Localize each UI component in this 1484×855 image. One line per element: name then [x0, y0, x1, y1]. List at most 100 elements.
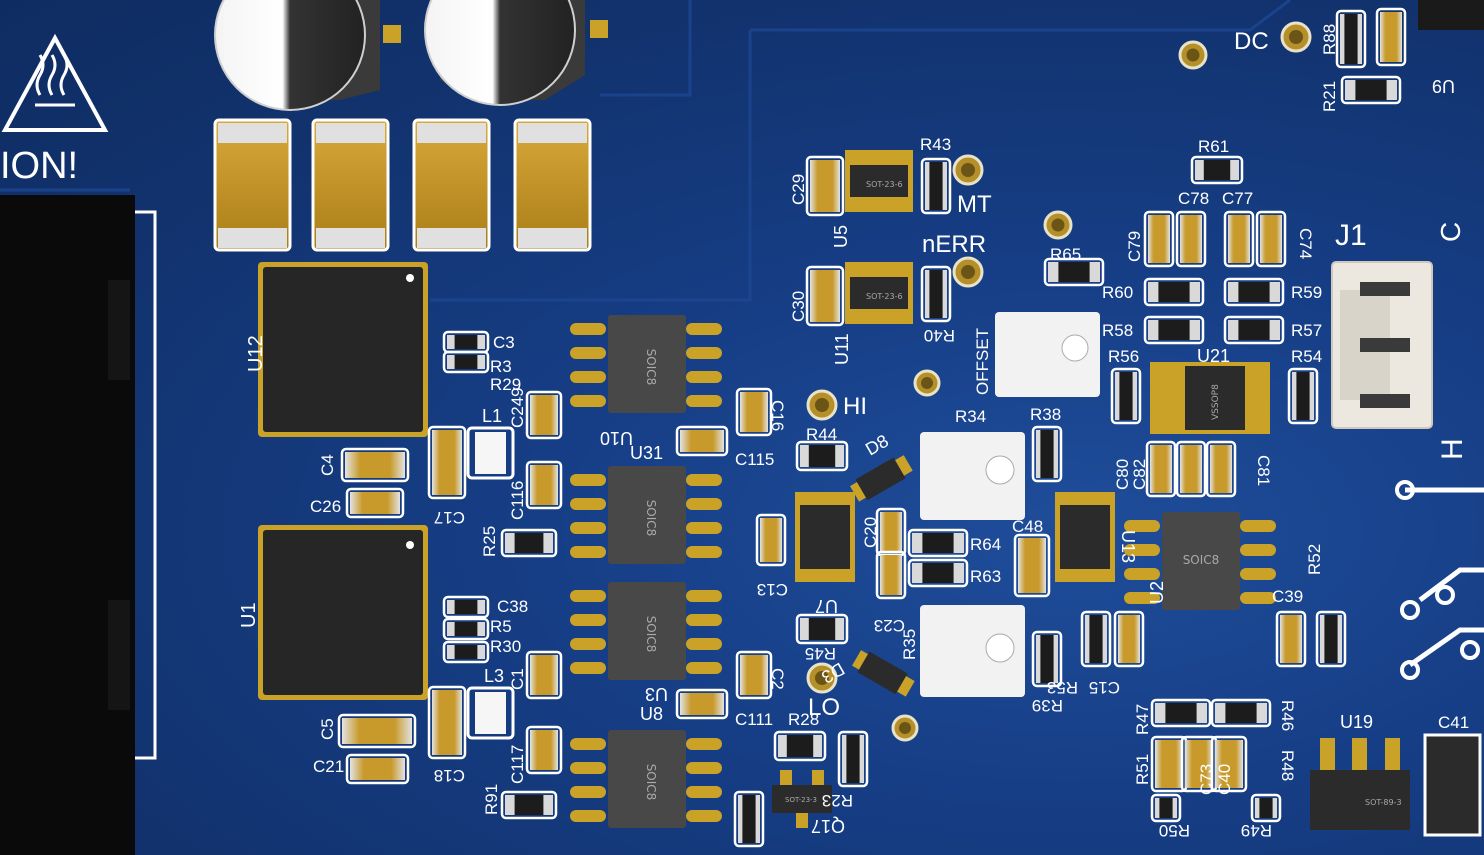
- soic8-chip: SOIC8: [570, 730, 722, 828]
- soic8-label: SOIC8: [1183, 553, 1220, 567]
- capacitor: [525, 390, 563, 440]
- refdes-c4: C4: [318, 454, 337, 476]
- refdes-u8: U8: [640, 704, 663, 724]
- resistor: [1150, 698, 1212, 728]
- refdes-c17: C17: [434, 508, 465, 527]
- resistor: [733, 790, 765, 848]
- testpoint-dc-label: DC: [1234, 28, 1269, 55]
- refdes-r60: R60: [1102, 283, 1133, 302]
- refdes-r35: R35: [900, 629, 919, 660]
- chip-u7: [795, 492, 855, 582]
- capacitor: [1113, 610, 1145, 668]
- resistor: [1110, 367, 1142, 425]
- warning-text: ION!: [0, 145, 78, 187]
- refdes-c29: C29: [789, 174, 808, 205]
- refdes-u21: U21: [1197, 346, 1230, 366]
- refdes-u7: U7: [815, 596, 838, 616]
- refdes-u9: U9: [1432, 76, 1455, 96]
- refdes-r45: R45: [805, 644, 836, 663]
- soic8-chip: SOIC8: [570, 315, 722, 413]
- capacitor: [805, 265, 845, 327]
- resistor: [1287, 367, 1319, 425]
- capacitor: [875, 507, 907, 557]
- resistor: [442, 617, 490, 641]
- capacitor: [675, 425, 729, 457]
- refdes-c21: C21: [313, 757, 344, 776]
- chip-label-u19: SOT-89-3: [1365, 798, 1402, 807]
- capacitor: [427, 685, 467, 760]
- resistor: [1315, 610, 1347, 668]
- resistor: [1223, 277, 1285, 307]
- refdes-u3: U3: [645, 684, 668, 704]
- capacitor: [1275, 610, 1307, 668]
- refdes-r63: R63: [970, 567, 1001, 586]
- resistor: [1250, 793, 1282, 823]
- refdes-c26: C26: [310, 497, 341, 516]
- refdes-c5: C5: [318, 718, 337, 740]
- refdes-u2: U2: [1147, 581, 1167, 604]
- connector-j1: [1331, 261, 1433, 429]
- refdes-u19: U19: [1340, 712, 1373, 732]
- resistor: [442, 350, 490, 374]
- resistor: [1223, 315, 1285, 345]
- refdes-r49: R49: [1241, 821, 1272, 840]
- refdes-u31: U31: [630, 443, 663, 463]
- passive-components: [337, 7, 1407, 848]
- resistor: [500, 790, 558, 820]
- diode-d3: [852, 650, 915, 697]
- resistor: [1190, 155, 1244, 185]
- refdes-c2: C2: [768, 668, 787, 690]
- resistor: [907, 528, 969, 558]
- refdes-c111: C111: [735, 710, 773, 729]
- refdes-c30: C30: [789, 291, 808, 322]
- refdes-c77: C77: [1222, 189, 1253, 208]
- capacitor: [675, 688, 729, 720]
- soic8-chip: SOIC8: [570, 466, 722, 564]
- refdes-c16: C16: [768, 400, 787, 431]
- refdes-r48: R48: [1278, 750, 1297, 781]
- resistor: [795, 613, 849, 645]
- capacitor: [735, 650, 773, 700]
- refdes-u10: U10: [600, 428, 633, 448]
- capacitor: [525, 725, 563, 775]
- refdes-r88: R88: [1320, 24, 1339, 55]
- refdes-r57: R57: [1291, 321, 1322, 340]
- refdes-r34: R34: [955, 407, 986, 426]
- tantalum-capacitors: [213, 118, 592, 252]
- resistor: [1340, 75, 1402, 105]
- capacitor: [427, 425, 467, 500]
- refdes-r65: R65: [1050, 245, 1081, 264]
- testpoint-nerr-label: nERR: [922, 231, 986, 258]
- capacitor: [340, 447, 410, 483]
- refdes-c73: C73: [1197, 764, 1216, 795]
- refdes-u12: U12: [245, 335, 267, 372]
- refdes-r43: R43: [920, 135, 951, 154]
- chip-u1: [258, 525, 428, 700]
- resistor: [1080, 610, 1112, 668]
- chip-u12: [258, 262, 428, 437]
- resistor: [1031, 630, 1063, 688]
- capacitor: [1205, 440, 1237, 498]
- refdes-c116: C116: [508, 481, 527, 520]
- soic8-label: SOIC8: [644, 500, 658, 537]
- refdes-r5: R5: [490, 617, 512, 636]
- soic8-label: SOIC8: [644, 616, 658, 653]
- refdes-r46: R46: [1278, 700, 1297, 731]
- refdes-r21: R21: [1320, 81, 1339, 112]
- soic8-label: SOIC8: [644, 764, 658, 801]
- refdes-c249: C249: [508, 387, 527, 428]
- resistor: [1143, 315, 1205, 345]
- capacitor: [337, 713, 417, 749]
- refdes-l3: L3: [484, 666, 504, 686]
- capacitor: [1143, 210, 1175, 268]
- resistor: [1150, 793, 1182, 823]
- refdes-r53: R53: [1047, 678, 1078, 697]
- potentiometers: [920, 312, 1100, 697]
- resistor: [837, 730, 869, 788]
- refdes-c38: C38: [497, 597, 528, 616]
- refdes-c13: C13: [757, 580, 788, 599]
- refdes-r30: R30: [490, 637, 521, 656]
